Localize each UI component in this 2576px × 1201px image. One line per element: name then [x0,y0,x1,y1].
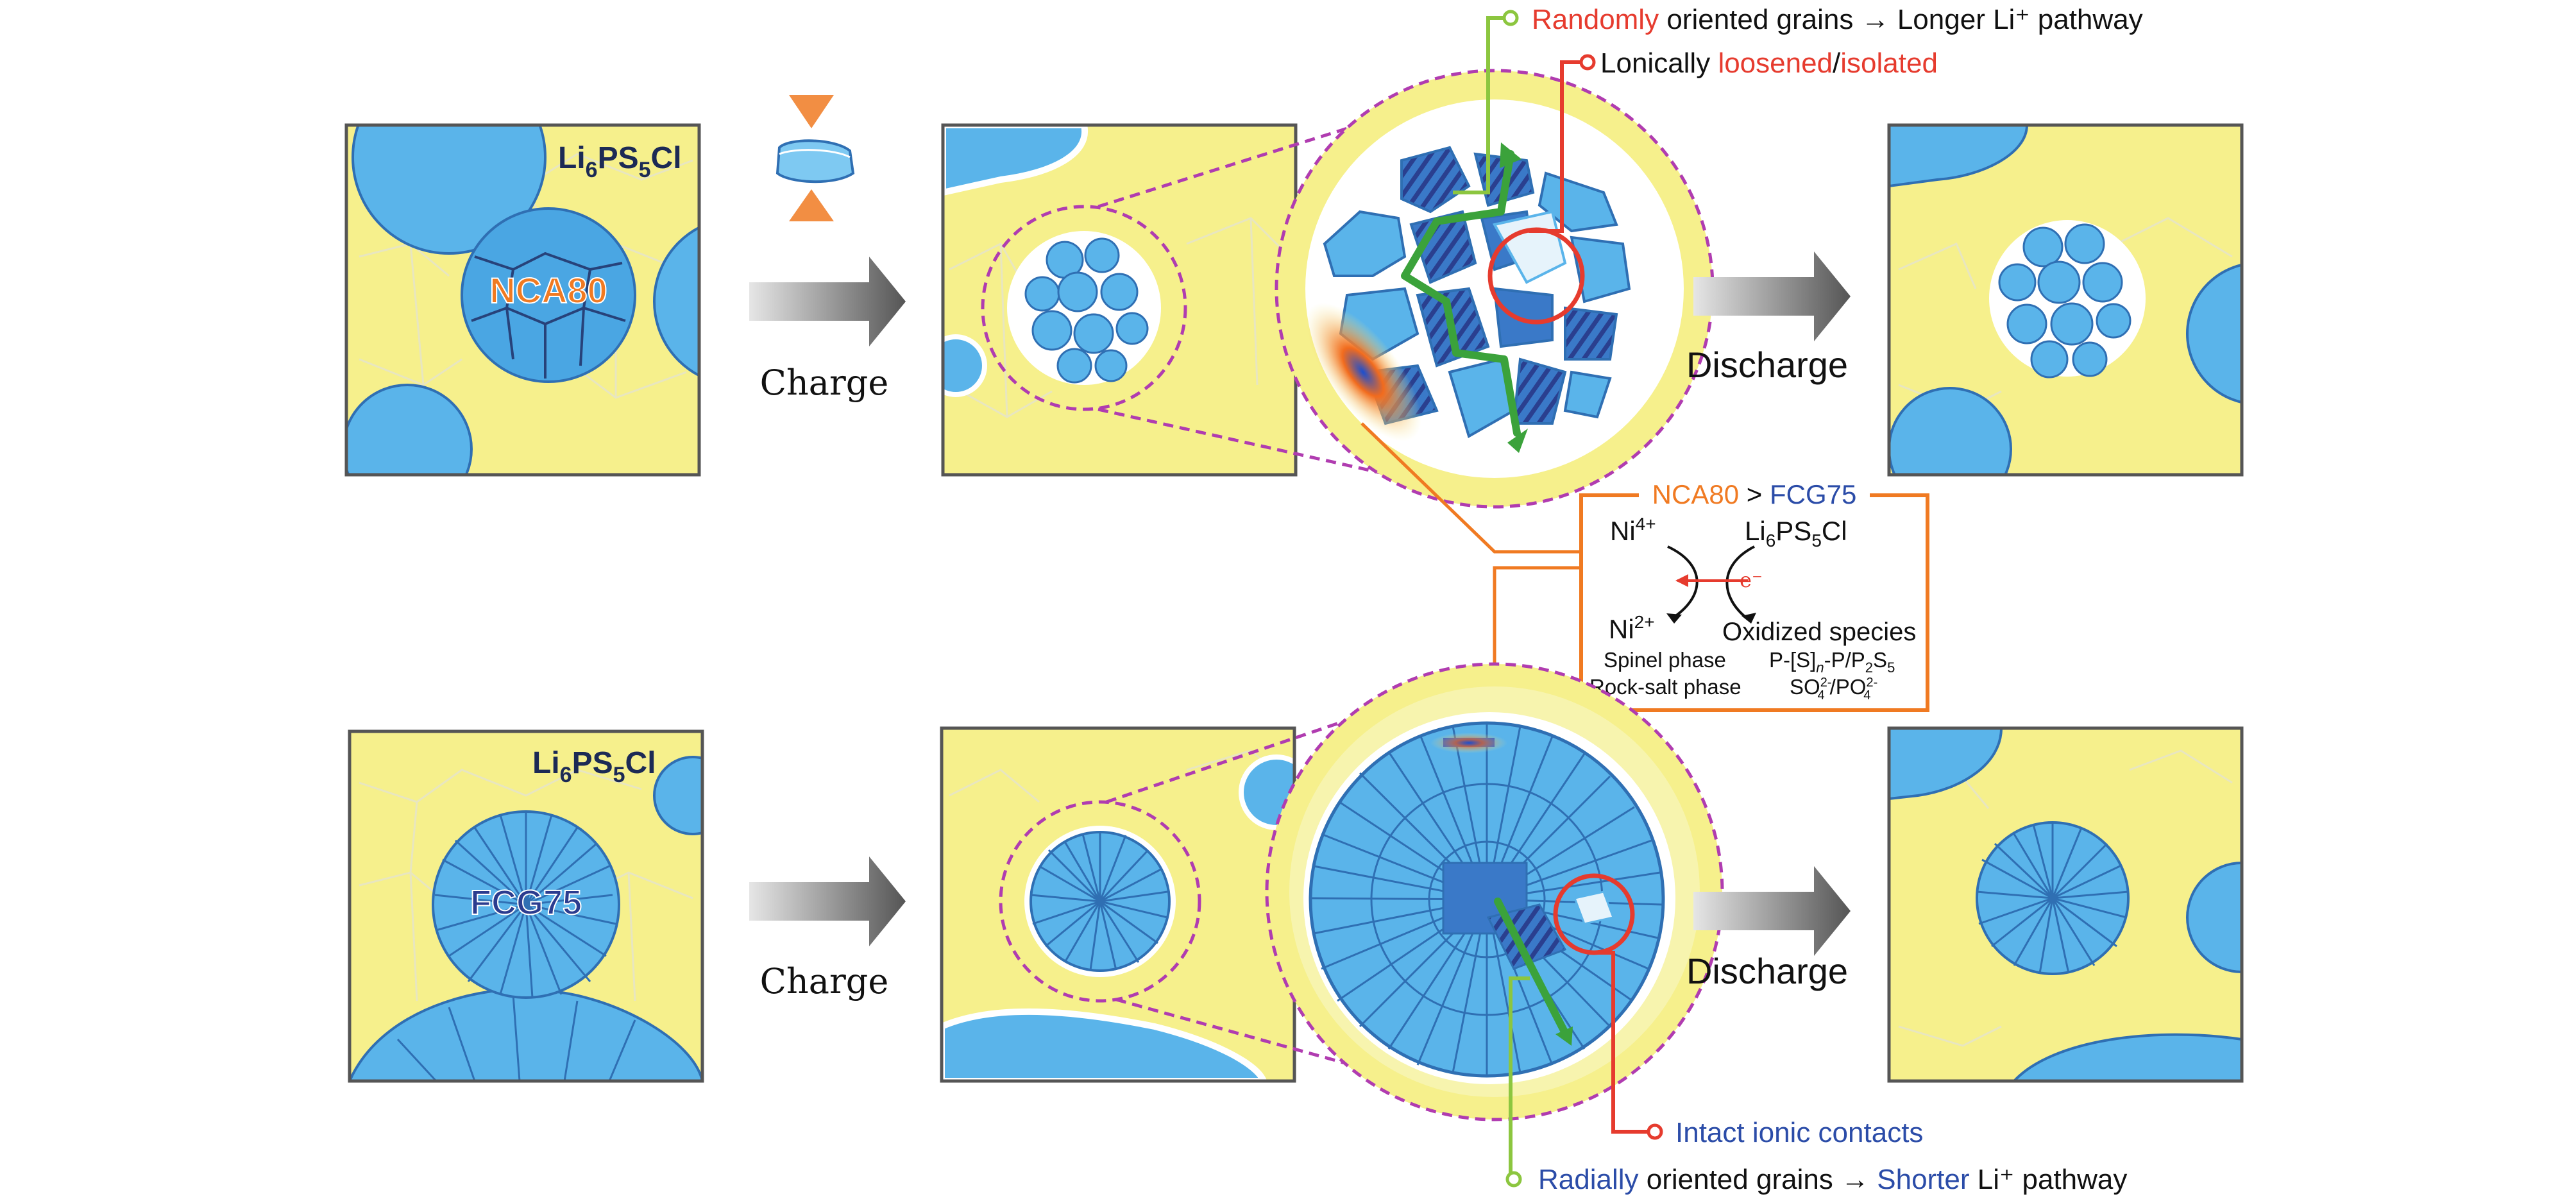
bottom-li-pathway [1494,898,1573,1046]
reaction-title: NCA80 > FCG75 [1652,479,1857,509]
top-charge-label: Charge [760,362,889,403]
top-cathode-label: NCA80 [489,270,607,311]
reaction-box: NCA80 > FCG75 Ni4+ Li6PS5Cl e⁻ Ni2+ Oxid… [1360,422,1929,751]
top-discharge-arrow [1693,251,1851,341]
bottom-electrolyte-label: Li6PS5Cl [532,746,656,787]
bottom-panel-pristine [350,731,702,1081]
bottom-panel-discharged [1889,728,2242,1081]
reaction-electrolyte-label: Li6PS5Cl [1745,516,1847,550]
compression-icon [775,95,855,221]
top-small-zoom-ring [981,205,1187,411]
rocksalt-label: Rock-salt phase [1589,675,1741,699]
top-callout-random-grains: Randomly oriented grains → Longer Li⁺ pa… [1532,4,2143,35]
top-leader-lines [1453,16,1584,233]
bottom-charge-label: Charge [760,961,889,1001]
ni4-label: Ni4+ [1610,514,1656,546]
top-discharge-label: Discharge [1686,345,1848,385]
bottom-discharge-label: Discharge [1686,951,1848,991]
bottom-panel-charged [942,728,1294,1081]
top-li-pathway [1401,150,1521,437]
top-electrolyte-label: Li6PS5Cl [558,141,682,182]
top-panel-charged [943,125,1296,475]
bottom-discharge-arrow [1693,866,1851,956]
top-callout-isolated: Lonically loosened/isolated [1600,47,1938,79]
top-panel-pristine [346,125,699,475]
ni2-label: Ni2+ [1609,612,1655,644]
sulfur-species-label: P-[S]n-P/P2S5 [1769,648,1895,676]
spinel-label: Spinel phase [1604,648,1726,672]
bottom-callout-radial-grains: Radially oriented grains → Shorter Li⁺ p… [1538,1164,2127,1195]
bottom-cathode-label: FCG75 [470,883,582,922]
oxy-species-label: SO2-4/PO2-4 [1790,675,1877,703]
oxidized-species-label: Oxidized species [1722,618,1916,646]
bottom-intact-contact-ring [1553,873,1635,955]
bottom-small-zoom-ring [999,800,1201,1003]
bottom-callout-intact-contacts: Intact ionic contacts [1675,1117,1923,1148]
bottom-zoom-circle [1265,662,1724,1121]
top-panel-discharged [1889,125,2242,475]
electron-label: e⁻ [1740,568,1763,592]
top-zoom-circle [1275,69,1715,509]
top-charge-arrow [749,257,906,346]
bottom-charge-arrow [749,856,906,946]
